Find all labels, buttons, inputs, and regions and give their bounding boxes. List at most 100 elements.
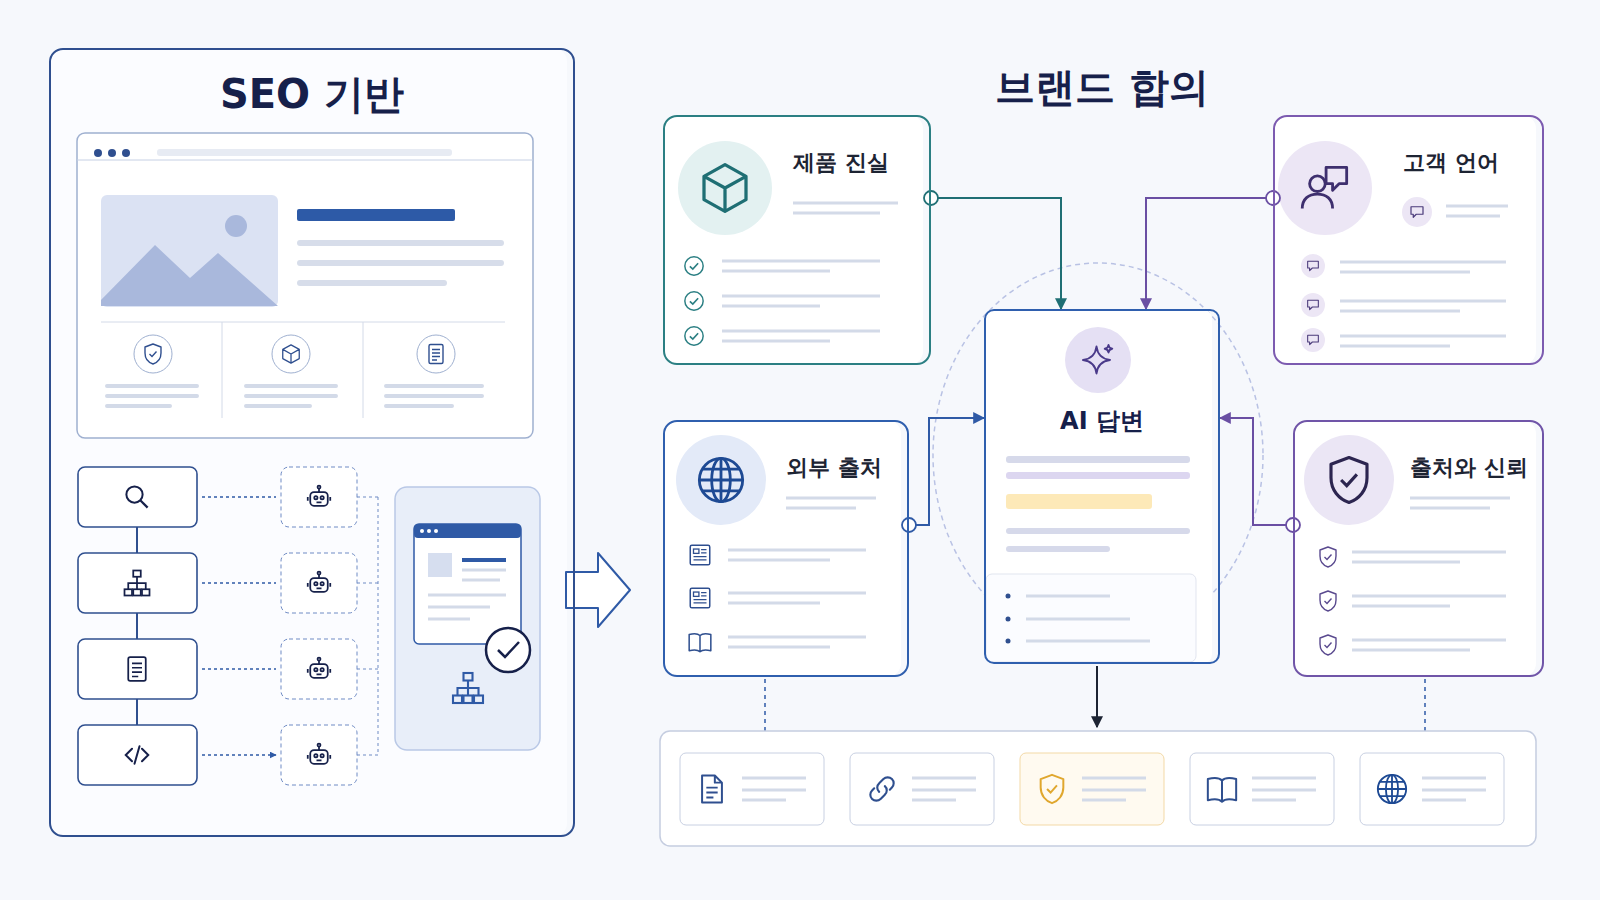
evidence-strip-part — [1378, 775, 1406, 803]
browser-mockup-part — [297, 209, 455, 221]
crawler-bots-part — [308, 744, 331, 764]
crawl-steps-part — [202, 497, 276, 755]
browser-mockup-part — [101, 195, 278, 307]
seo-panel-art — [49, 48, 567, 837]
indexed-page-card-part — [414, 524, 521, 644]
node-title: 외부 출처 — [786, 455, 907, 481]
indexed-page-card-part — [395, 487, 540, 750]
browser-mockup-part — [145, 344, 161, 364]
crawler-bots-part — [308, 572, 331, 592]
product-truth-art-part — [722, 261, 880, 341]
evidence-strip-part — [1208, 778, 1236, 802]
node-title: AI 답변 — [986, 407, 1218, 436]
browser-mockup-part — [101, 245, 278, 306]
crawler-bots-part — [281, 467, 357, 527]
external-sources-art-part — [690, 545, 710, 565]
trust-art-part — [1320, 635, 1336, 655]
product-truth-art-part — [685, 257, 703, 275]
ai-answer-art-part — [1006, 456, 1190, 463]
crawl-steps-part — [78, 725, 197, 785]
crawl-steps-part — [202, 497, 276, 498]
connector-line — [1220, 418, 1293, 525]
indexed-page-card-part — [498, 642, 519, 657]
evidence-strip-part — [1096, 666, 1098, 727]
browser-mockup-part — [225, 215, 247, 237]
ai-answer-art-part — [1006, 494, 1152, 509]
product-truth-art-part — [678, 141, 772, 235]
external-sources-card: 외부 출처 — [663, 420, 909, 677]
browser-mockup-part — [77, 160, 533, 161]
connector-line — [931, 198, 1061, 309]
crawler-bots-part — [308, 486, 331, 506]
crawl-steps-part — [78, 639, 197, 699]
crawler-bots — [281, 467, 378, 785]
evidence-strip-part — [1041, 775, 1064, 803]
evidence-strip-part — [742, 778, 1486, 800]
browser-mockup-part — [297, 240, 504, 246]
browser-mockup-part — [77, 133, 533, 438]
browser-mockup-part — [134, 335, 172, 373]
ai-answer-card: AI 답변 — [984, 309, 1220, 664]
customer-language-art-part — [1301, 293, 1325, 317]
indexed-page-card-part — [434, 529, 438, 533]
browser-mockup-part — [101, 322, 505, 418]
product-truth-card: 제품 진실 — [663, 115, 931, 365]
transition-arrow — [566, 553, 630, 627]
customer-language-art-part — [1301, 254, 1325, 278]
external-sources-art-part — [728, 550, 866, 647]
ai-answer-art-part — [986, 574, 1196, 662]
connector-line — [909, 418, 984, 525]
browser-mockup-part — [297, 280, 447, 286]
browser-mockup — [77, 133, 533, 438]
browser-mockup-part — [429, 345, 443, 364]
connector-port — [924, 191, 938, 205]
crawl-steps-part — [78, 467, 197, 527]
crawl-steps-part — [126, 746, 149, 764]
node-title: 출처와 신뢰 — [1410, 455, 1542, 481]
ai-answer-art-part — [1065, 327, 1131, 393]
customer-language-card: 고객 언어 — [1273, 115, 1544, 365]
customer-language-art-part — [1340, 262, 1506, 346]
customer-language-art-part — [1411, 207, 1423, 218]
product-truth-art-part — [685, 292, 703, 310]
browser-mockup-part — [94, 149, 102, 157]
crawl-steps-part — [128, 657, 146, 681]
indexed-page-card — [395, 487, 540, 750]
indexed-page-card-part — [486, 628, 530, 672]
browser-mockup-part — [157, 149, 452, 156]
crawler-bots-part — [308, 658, 331, 678]
indexed-page-card-part — [420, 529, 424, 533]
crawl-steps-part — [126, 486, 147, 507]
external-sources-art-part — [690, 588, 710, 608]
connector-port — [902, 518, 916, 532]
evidence-strip — [660, 666, 1536, 846]
connector — [924, 191, 1061, 309]
browser-mockup-part — [297, 260, 504, 266]
ai-answer-art-part — [1006, 546, 1110, 552]
trust-art-part — [1320, 591, 1336, 611]
customer-language-art-part — [1308, 300, 1319, 309]
indexed-page-card-part — [414, 524, 521, 538]
node-title: SEO 기반 — [51, 70, 573, 118]
browser-mockup-part — [417, 335, 455, 373]
product-truth-art-part — [685, 327, 703, 345]
ai-answer-art-part — [1006, 528, 1190, 534]
crawler-bots-part — [281, 639, 357, 699]
customer-language-art-part — [1446, 206, 1508, 216]
indexed-page-card-part — [462, 558, 506, 562]
crawl-steps-part — [78, 553, 197, 613]
crawl-steps — [78, 467, 276, 785]
seo-foundation-panel: SEO 기반 — [49, 48, 575, 837]
trust-art-part — [1320, 547, 1336, 567]
browser-mockup-part — [283, 345, 300, 363]
box-grounds — [663, 115, 1536, 677]
trust-art-part — [1352, 552, 1506, 650]
connector — [902, 418, 984, 532]
external-sources-art-part — [689, 634, 711, 652]
ai-answer-art — [986, 327, 1196, 662]
customer-language-art-part — [1278, 141, 1372, 235]
crawler-bots-part — [281, 553, 357, 613]
trust-art-part — [1304, 435, 1394, 525]
